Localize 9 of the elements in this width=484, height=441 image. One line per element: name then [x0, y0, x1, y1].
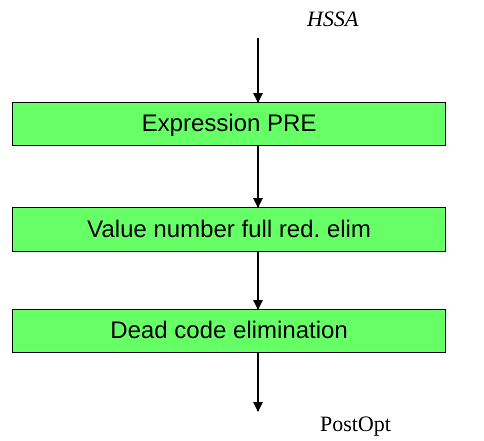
arrow — [253, 353, 263, 412]
stage-label: PostOpt — [320, 411, 391, 437]
process-box: Dead code elimination — [12, 309, 446, 353]
stage-label: HSSA — [307, 6, 358, 32]
process-box: Value number full red. elim — [12, 207, 446, 252]
arrow — [253, 146, 263, 208]
arrow — [253, 252, 263, 310]
arrow — [253, 38, 263, 103]
process-box: Expression PRE — [12, 102, 446, 146]
